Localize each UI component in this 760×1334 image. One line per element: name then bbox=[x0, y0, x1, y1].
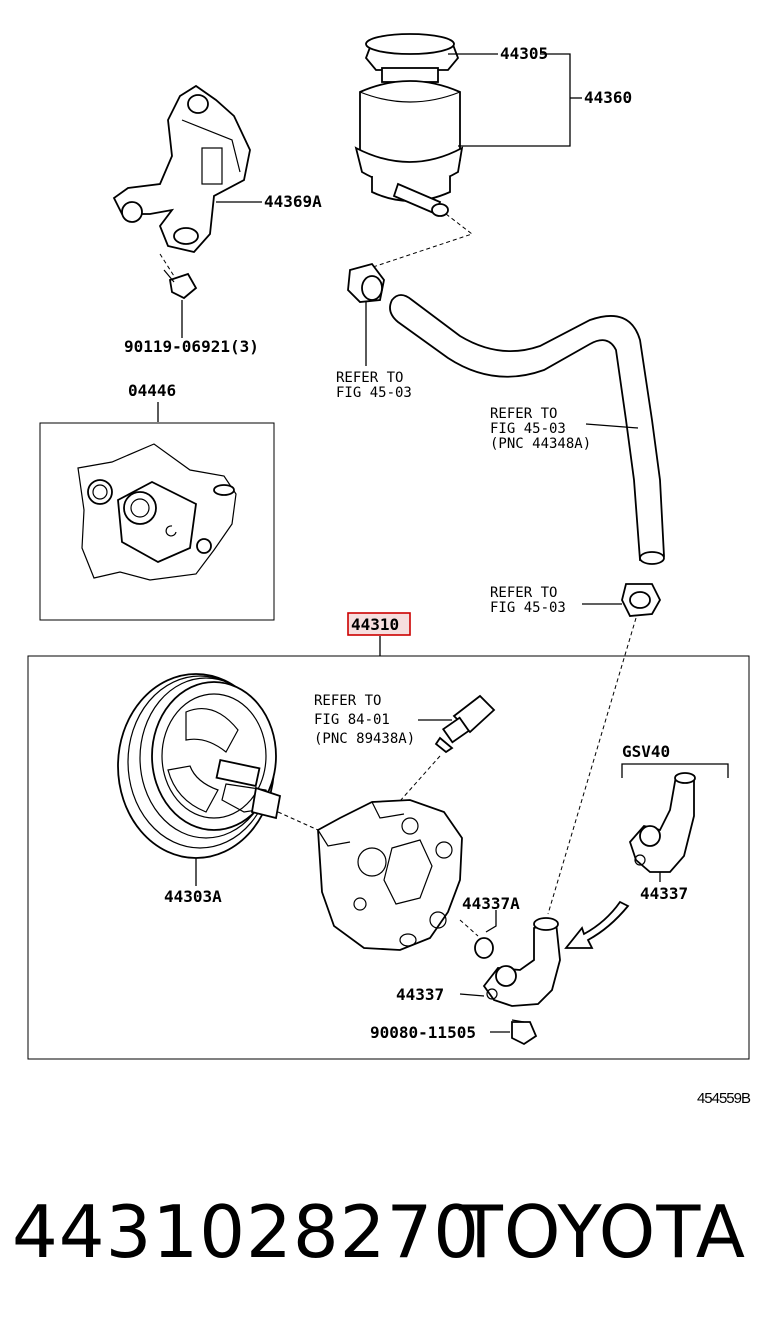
ref3-line1: REFER TO bbox=[490, 585, 557, 601]
figure-code: 454559B bbox=[696, 1090, 751, 1107]
label-44337A: 44337A bbox=[462, 894, 520, 913]
reservoir-tank bbox=[354, 33, 464, 217]
union-fitting-gsv40 bbox=[628, 772, 696, 873]
bolt-90080 bbox=[511, 1019, 538, 1046]
ref2-line1: REFER TO bbox=[490, 406, 557, 422]
gasket-kit-box bbox=[39, 422, 275, 621]
ref4-line2: FIG 84-01 bbox=[314, 712, 390, 728]
ref3-line2: FIG 45-03 bbox=[490, 600, 566, 616]
pressure-switch bbox=[434, 694, 496, 754]
pump-assembly-box bbox=[27, 655, 750, 1060]
label-44310: 44310 bbox=[351, 615, 399, 634]
hose-clamp-bottom bbox=[621, 583, 662, 617]
o-ring bbox=[474, 937, 494, 959]
label-90119: 90119-06921(3) bbox=[124, 337, 259, 356]
label-04446: 04446 bbox=[128, 381, 176, 400]
ref4-line3: (PNC 89438A) bbox=[314, 731, 415, 747]
union-fitting bbox=[482, 917, 561, 1007]
label-44310-highlight bbox=[347, 612, 411, 636]
ref2-line3: (PNC 44348A) bbox=[490, 436, 591, 452]
gasket-kit bbox=[77, 443, 237, 581]
ref4-line1: REFER TO bbox=[314, 693, 381, 709]
footer-part-number: 4431028270 bbox=[12, 1190, 481, 1274]
bracket bbox=[112, 84, 251, 253]
label-gsv40: GSV40 bbox=[622, 742, 670, 761]
variant-arrow bbox=[564, 900, 630, 949]
label-44360: 44360 bbox=[584, 88, 632, 107]
return-hose bbox=[389, 294, 665, 565]
pump-body bbox=[317, 799, 463, 951]
ref2-line2: FIG 45-03 bbox=[490, 421, 566, 437]
label-90080: 90080-11505 bbox=[370, 1023, 476, 1042]
footer-brand: TOYOTA bbox=[458, 1190, 746, 1274]
label-44369A: 44369A bbox=[264, 192, 322, 211]
hose-clamp-top bbox=[347, 262, 385, 303]
bolt-90119 bbox=[163, 269, 198, 300]
label-44337-left: 44337 bbox=[396, 985, 444, 1004]
label-44303A: 44303A bbox=[164, 887, 222, 906]
pulley bbox=[117, 673, 282, 859]
label-44305: 44305 bbox=[500, 44, 548, 63]
ref1-line1: REFER TO bbox=[336, 370, 403, 386]
label-44337-right: 44337 bbox=[640, 884, 688, 903]
ref1-line2: FIG 45-03 bbox=[336, 385, 412, 401]
